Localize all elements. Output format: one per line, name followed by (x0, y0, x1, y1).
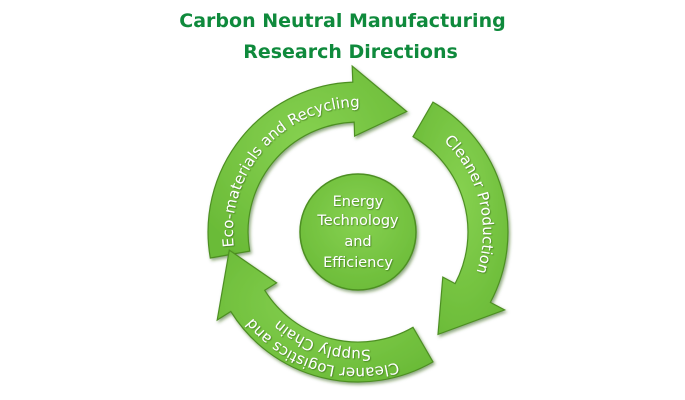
diagram-title-line-1: Carbon Neutral Manufacturing (179, 10, 506, 32)
center-label-line-3: and (344, 234, 371, 250)
arrow-cleaner-logistics (216, 249, 434, 383)
center-circle (299, 173, 417, 291)
center-label-line-1: Energy (333, 194, 384, 210)
center-label-line-2: Technology (316, 213, 399, 229)
arrow-cleaner-production (412, 101, 509, 336)
diagram-title-line-2: Research Directions (243, 41, 458, 63)
arrow-eco-materials (207, 64, 408, 259)
center-label-line-4: Efficiency (323, 255, 393, 271)
